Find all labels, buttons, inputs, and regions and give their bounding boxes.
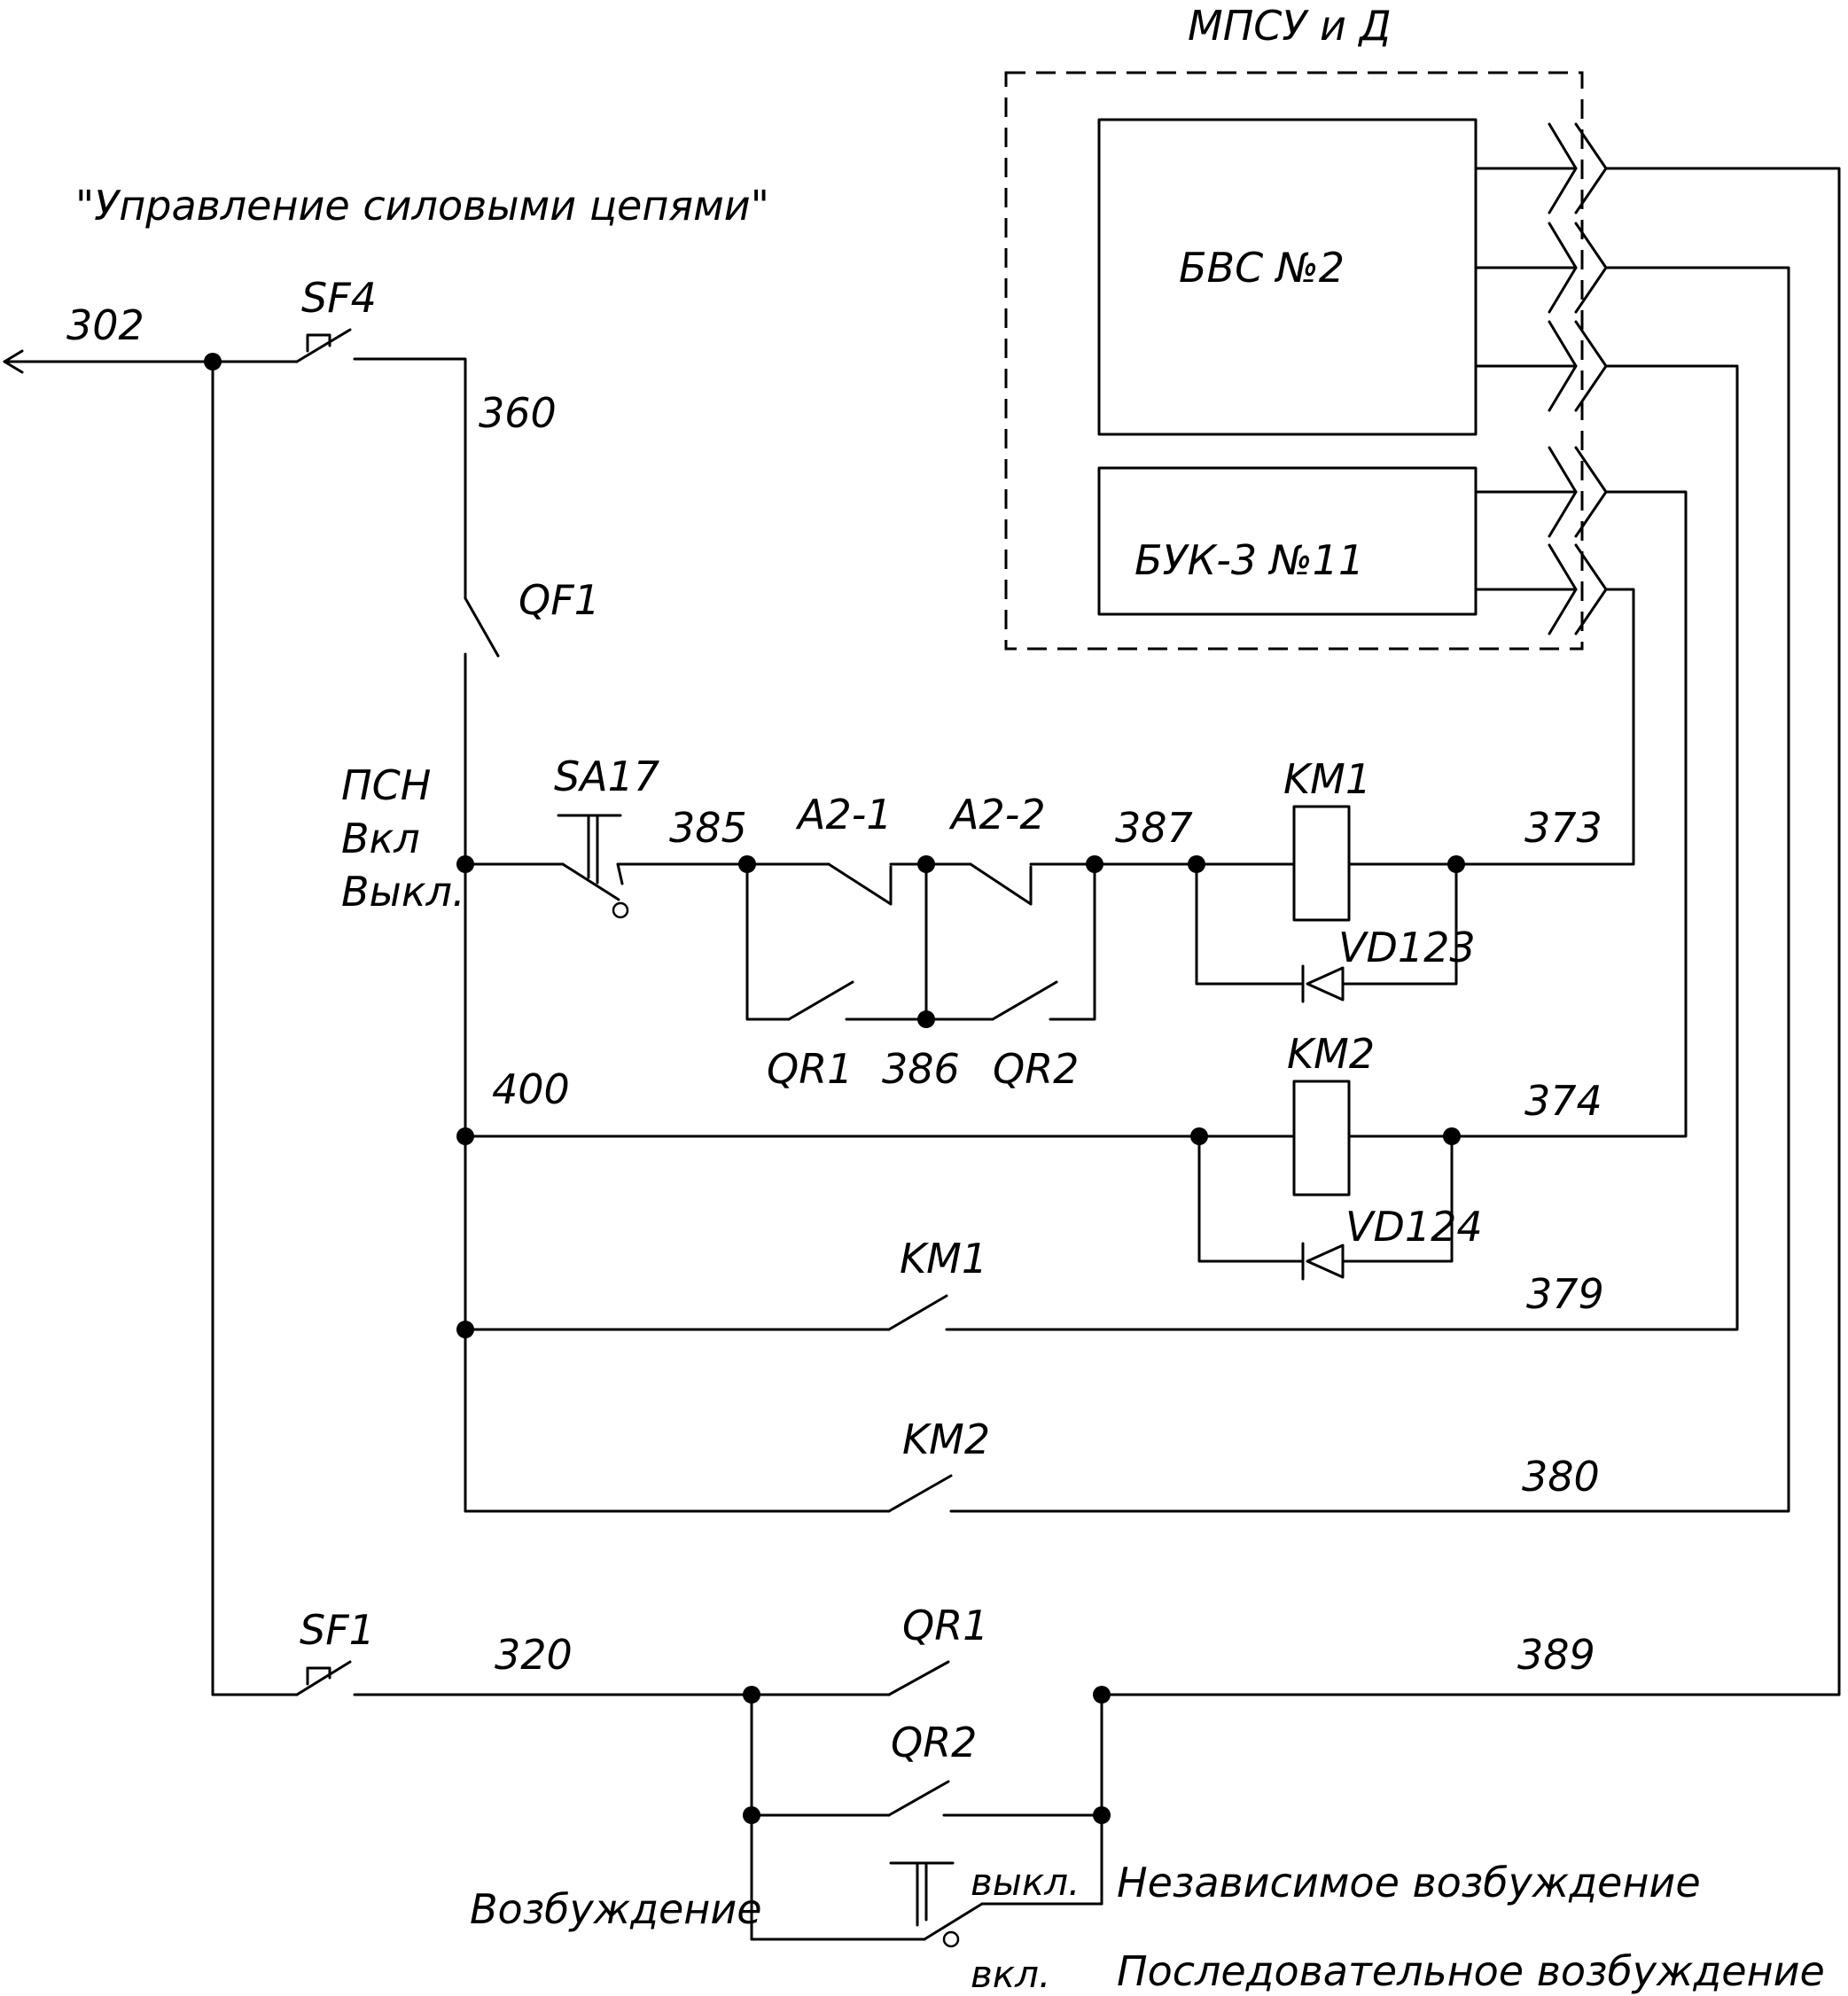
- km1-coil-label: KM1: [1283, 755, 1371, 803]
- vd124-label: VD124: [1345, 1203, 1483, 1251]
- psn-label: ПСН Вкл Выкл.: [341, 761, 465, 916]
- wire-360-label: 360: [479, 389, 557, 437]
- km1-coil: [1292, 805, 1351, 922]
- qf1-label: QF1: [519, 576, 600, 624]
- serial-excitation-label: Последовательное возбуждение: [1117, 1947, 1825, 1995]
- a2-2-label: A2-2: [948, 791, 1046, 838]
- diagram-title: "Управление силовыми цепями": [75, 182, 769, 230]
- connectors: [1474, 122, 1608, 635]
- block-buk: [1097, 466, 1478, 616]
- sf1-label: SF1: [300, 1606, 375, 1654]
- block-bvs-label: БВС №2: [1179, 244, 1345, 292]
- wire-379-label: 379: [1526, 1270, 1604, 1318]
- wire-389-label: 389: [1517, 1631, 1595, 1679]
- wire-320-label: 320: [495, 1631, 573, 1679]
- qr1-bypass-label: QR1: [767, 1045, 853, 1093]
- psn-line2: Вкл: [341, 815, 420, 862]
- wire-387-label: 387: [1115, 804, 1193, 852]
- wire-400-label: 400: [492, 1065, 570, 1113]
- wire-302-label: 302: [66, 301, 144, 349]
- psn-line1: ПСН: [341, 761, 431, 809]
- km1-contact-label: KM1: [900, 1235, 987, 1283]
- wire-373-label: 373: [1524, 804, 1602, 852]
- wire-380-label: 380: [1522, 1453, 1600, 1501]
- row-km2: 400 KM2 374 VD124: [456, 1030, 1602, 1281]
- wire-374-label: 374: [1524, 1077, 1602, 1125]
- km2-coil: [1292, 1080, 1351, 1197]
- wire-386-label: 386: [882, 1045, 960, 1093]
- excitation-on-label: вкл.: [971, 1953, 1050, 1996]
- independent-excitation-label: Независимое возбуждение: [1117, 1859, 1701, 1906]
- row-km2-contact: KM2 380: [464, 1415, 1600, 1513]
- left-rail: [204, 353, 299, 1696]
- excitation-label: Возбуждение: [470, 1885, 762, 1933]
- km2-coil-label: KM2: [1287, 1030, 1375, 1078]
- qr1-contact-label: QR1: [902, 1602, 988, 1649]
- mpsu-module: МПСУ и Д БВС №2 БУК-3 №11: [1004, 2, 1584, 651]
- km2-contact-label: KM2: [902, 1415, 990, 1463]
- wire-385-label: 385: [669, 804, 747, 852]
- a2-1-label: A2-1: [795, 791, 893, 838]
- sf4-label: SF4: [301, 274, 377, 322]
- qr2-bypass-label: QR2: [993, 1045, 1079, 1093]
- block-buk-label: БУК-3 №11: [1135, 536, 1364, 584]
- block-bvs: [1097, 118, 1478, 436]
- row-km1-contact: KM1 379: [456, 1235, 1604, 1338]
- row-km1: SA17 385 A2-1 A2-2 QR1 386 QR2 387: [456, 752, 1635, 1093]
- excitation-off-label: выкл.: [971, 1860, 1080, 1904]
- psn-line3: Выкл.: [341, 868, 465, 916]
- supply-line: 302 SF4 360 QF1: [3, 274, 600, 1513]
- module-title: МПСУ и Д: [1188, 2, 1392, 50]
- qr2-contact-label: QR2: [891, 1719, 977, 1766]
- vd123-label: VD123: [1338, 924, 1476, 971]
- sa17-label: SA17: [554, 752, 659, 800]
- excitation-circuit: SF1 320 QR1 389 QR2 Возбуждение выкл. вк…: [295, 1602, 1825, 1996]
